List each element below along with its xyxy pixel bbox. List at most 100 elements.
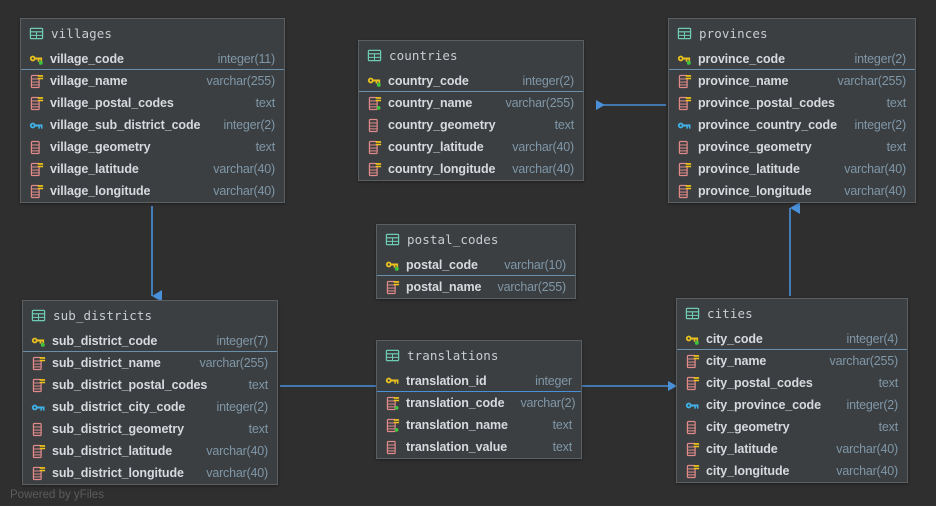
column-name-label: city_latitude <box>706 442 778 456</box>
column-name-label: sub_district_geometry <box>52 422 184 436</box>
indexed-column-icon <box>29 96 44 111</box>
column-name-label: sub_district_name <box>52 356 161 370</box>
column-name-label: country_name <box>388 96 473 110</box>
primary-key-icon <box>385 257 400 272</box>
column-name-label: country_geometry <box>388 118 496 132</box>
column-name-label: province_latitude <box>698 162 800 176</box>
table-name-label: translations <box>407 348 499 363</box>
column-type-label: varchar(255) <box>829 354 899 368</box>
column-type-label: varchar(255) <box>505 96 575 110</box>
column-name-label: city_geometry <box>706 420 790 434</box>
table-header-villages[interactable]: villages <box>21 19 284 48</box>
indexed-column-icon <box>677 184 692 199</box>
table-header-translations[interactable]: translations <box>377 341 581 370</box>
column-type-label: text <box>878 376 899 390</box>
indexed-column-icon <box>385 280 400 295</box>
table-header-sub_districts[interactable]: sub_districts <box>23 301 277 330</box>
column-type-label: text <box>255 140 276 154</box>
column-icon <box>29 140 44 155</box>
column-row[interactable]: province_code integer(2) <box>669 48 915 70</box>
table-name-label: provinces <box>699 26 768 41</box>
table-header-countries[interactable]: countries <box>359 41 583 70</box>
column-icon <box>385 440 400 455</box>
column-name-label: sub_district_longitude <box>52 466 184 480</box>
column-name-label: province_name <box>698 74 789 88</box>
indexed-column-icon <box>31 444 46 459</box>
table-header-postal_codes[interactable]: postal_codes <box>377 225 575 254</box>
column-row[interactable]: country_geometry text <box>359 114 583 136</box>
column-name-label: translation_name <box>406 418 508 432</box>
column-name-label: province_code <box>698 51 785 66</box>
column-row[interactable]: city_name varchar(255) <box>677 350 907 372</box>
indexed-column-icon <box>367 96 382 111</box>
column-row[interactable]: country_name varchar(255) <box>359 92 583 114</box>
table-header-provinces[interactable]: provinces <box>669 19 915 48</box>
table-name-label: countries <box>389 48 458 63</box>
indexed-column-icon <box>677 74 692 89</box>
column-name-label: city_postal_codes <box>706 376 813 390</box>
column-name-label: village_longitude <box>50 184 151 198</box>
indexed-column-icon <box>31 356 46 371</box>
column-row[interactable]: city_postal_codes text <box>677 372 907 394</box>
table-header-cities[interactable]: cities <box>677 299 907 328</box>
column-name-label: city_name <box>706 354 767 368</box>
column-type-label: varchar(40) <box>836 464 898 478</box>
indexed-column-icon <box>31 466 46 481</box>
column-type-label: integer(2) <box>854 51 907 66</box>
column-name-label: country_latitude <box>388 140 484 154</box>
table-name-label: postal_codes <box>407 232 499 247</box>
column-type-label: text <box>554 118 575 132</box>
column-name-label: village_sub_district_code <box>50 118 201 132</box>
column-name-label: postal_code <box>406 257 478 272</box>
indexed-column-icon <box>685 376 700 391</box>
column-type-label: varchar(40) <box>836 442 898 456</box>
column-type-label: integer(2) <box>216 400 269 414</box>
column-row[interactable]: city_latitude varchar(40) <box>677 438 907 460</box>
column-type-label: integer <box>535 373 572 388</box>
column-name-label: country_longitude <box>388 162 496 176</box>
column-name-label: village_postal_codes <box>50 96 174 110</box>
primary-key-icon <box>31 333 46 348</box>
